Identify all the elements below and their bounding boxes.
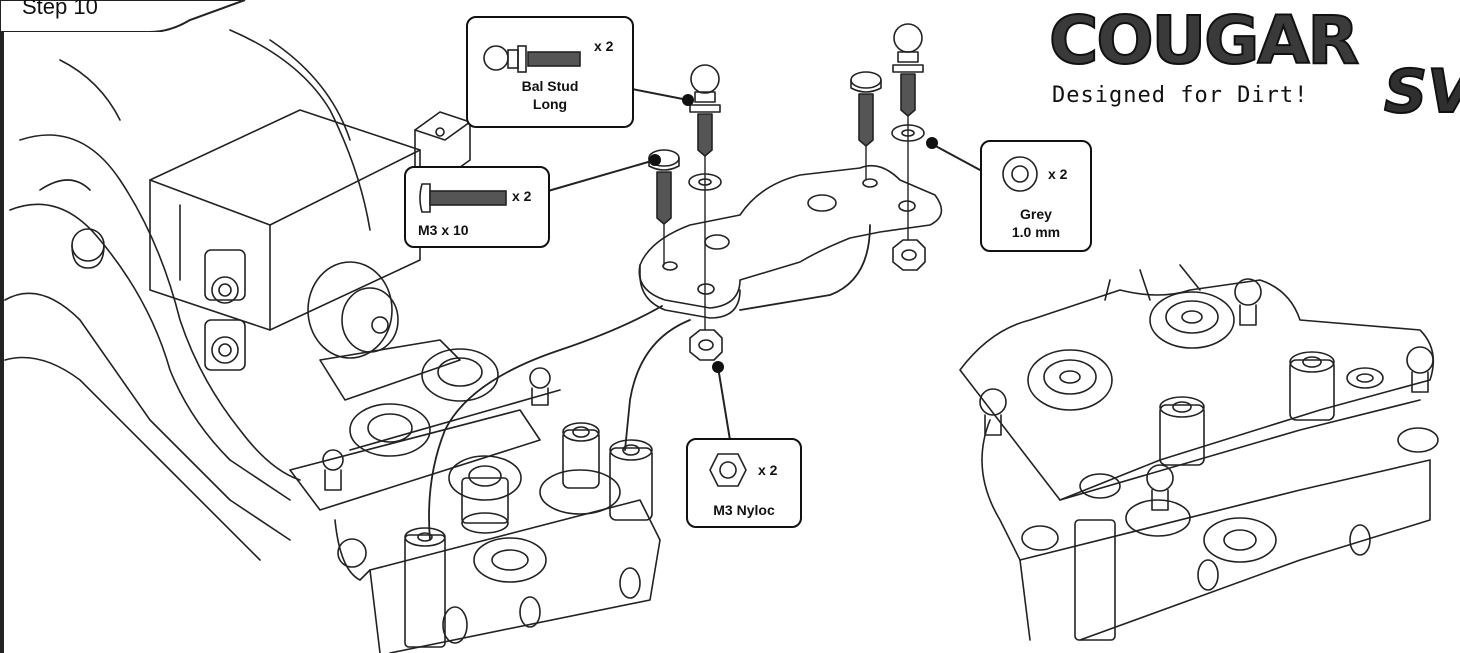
washer-qty: x 2: [1048, 166, 1068, 182]
ball-stud-name-line1: Bal Stud: [521, 78, 579, 94]
ball-stud-name-line2: Long: [532, 96, 568, 112]
screw-qty: x 2: [512, 188, 532, 204]
servo: [149, 109, 471, 371]
ball-stud-qty: x 2: [594, 38, 614, 54]
guide-lines: [428, 115, 909, 541]
assembled-view: [959, 264, 1439, 641]
washers: [688, 124, 925, 191]
chassis-left: [4, 29, 371, 561]
screw-icon: [419, 183, 507, 213]
screws: [648, 71, 882, 225]
nut-qty: x 2: [758, 462, 778, 478]
callout-nut: x 2 M3 Nyloc: [686, 438, 802, 528]
logo-model: SV1: [1383, 57, 1460, 127]
screw-name: M3 x 10: [418, 222, 469, 238]
bellcrank-plate: [638, 164, 943, 319]
logo-wordmark: COUGAR: [1048, 2, 1360, 79]
nut-name: M3 Nyloc: [713, 502, 775, 518]
base-plate-left: [334, 499, 661, 653]
ball-studs: [689, 23, 924, 157]
callout-ball-stud: x 2 Bal Stud Long: [466, 16, 634, 128]
step-label: Step 10: [22, 0, 98, 19]
washer-icon: [1002, 156, 1038, 192]
callout-screw: x 2 M3 x 10: [404, 166, 550, 248]
callout-leaders: [547, 88, 981, 441]
washer-name-line1: Grey: [1020, 206, 1052, 222]
washer-name-line2: 1.0 mm: [1011, 224, 1061, 240]
callout-washer: x 2 Grey 1.0 mm: [980, 140, 1092, 252]
step-tab-shape: [0, 0, 246, 32]
nut-icon: [709, 453, 747, 487]
logo-tagline: Designed for Dirt!: [1052, 83, 1309, 108]
ball-stud-icon: [483, 45, 581, 73]
steering-left: [289, 339, 653, 534]
